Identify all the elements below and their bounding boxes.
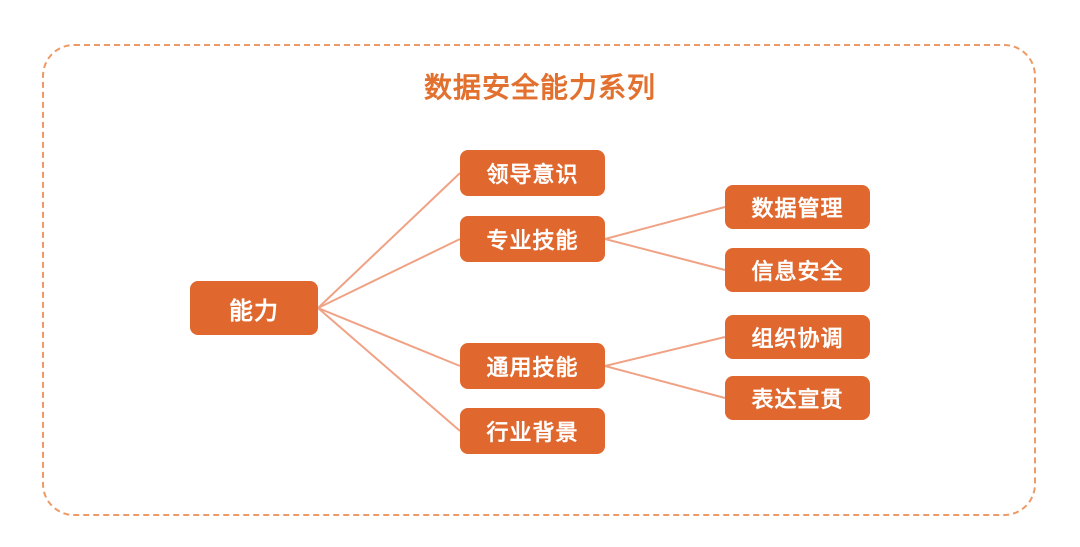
node-professional-skills: 专业技能 <box>460 216 605 262</box>
node-capability: 能力 <box>190 281 318 335</box>
node-expression-promotion: 表达宣贯 <box>725 376 870 420</box>
node-organization-coordination: 组织协调 <box>725 315 870 359</box>
diagram-title: 数据安全能力系列 <box>423 72 656 103</box>
node-data-management: 数据管理 <box>725 185 870 229</box>
node-information-security: 信息安全 <box>725 248 870 292</box>
node-industry-background: 行业背景 <box>460 408 605 454</box>
dashed-border-frame <box>42 44 1036 516</box>
node-leadership-awareness: 领导意识 <box>460 150 605 196</box>
node-general-skills: 通用技能 <box>460 343 605 389</box>
